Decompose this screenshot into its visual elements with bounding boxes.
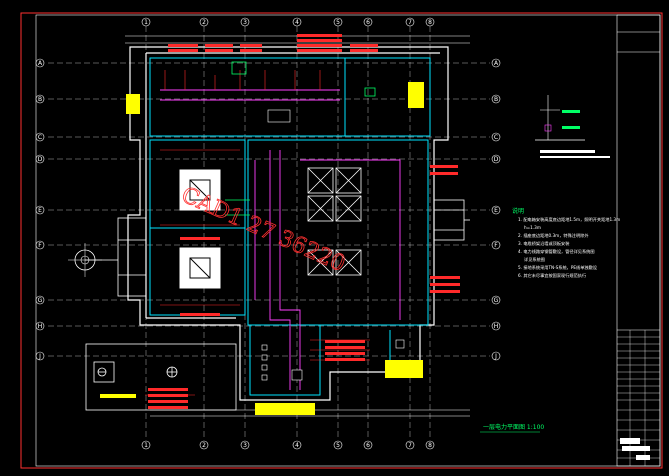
- axis-label-bottom-3: 3: [243, 442, 247, 449]
- green-symbols: [225, 61, 376, 216]
- axis-label-top-7: 7: [408, 19, 412, 26]
- axis-label-right-b: B: [494, 96, 498, 103]
- axis-marker-bottom-2: [199, 440, 209, 450]
- axis-label-bottom-1: 1: [144, 442, 148, 449]
- axis-marker-left-j: [35, 351, 45, 361]
- axis-marker-left-h: [35, 321, 45, 331]
- axis-marker-right-h: [491, 321, 501, 331]
- axis-label-left-h: H: [38, 323, 43, 330]
- axis-label-right-h: H: [494, 323, 499, 330]
- axis-marker-left-c: [35, 132, 45, 142]
- yellow-equipment: [100, 82, 424, 415]
- axis-marker-top-6: [363, 17, 373, 27]
- note-line-2: h=1.3m: [524, 225, 541, 230]
- axis-label-top-4: 4: [295, 19, 299, 26]
- bottom-axis-markers: 1 2 3 4 5 6 7 8: [141, 440, 435, 450]
- note-line-1: 1. 配电箱安装高度底边距地1.5m，照明开关距地1.3m: [518, 216, 620, 223]
- sockets: [261, 109, 405, 381]
- axis-marker-top-8: [425, 17, 435, 27]
- section-detail: [535, 95, 610, 158]
- axis-marker-top-2: [199, 17, 209, 27]
- switchgear-cabinets: [307, 167, 362, 276]
- axis-label-left-d: D: [38, 156, 43, 163]
- axis-marker-bottom-4: [292, 440, 302, 450]
- right-entry: [433, 199, 470, 241]
- axis-label-top-6: 6: [366, 19, 370, 26]
- plan-title: 一层电力平面图 1:100: [483, 423, 544, 431]
- axis-label-bottom-7: 7: [408, 442, 412, 449]
- outer-sheet-border: [20, 12, 663, 469]
- axis-label-bottom-8: 8: [428, 442, 432, 449]
- axis-marker-left-a: [35, 58, 45, 68]
- note-line-8: 6. 其它未尽事宜按国家现行规范执行: [518, 272, 586, 279]
- cable-trays-magenta: [160, 89, 401, 390]
- axis-label-top-1: 1: [144, 19, 148, 26]
- axis-marker-bottom-7: [405, 440, 415, 450]
- axis-label-right-g: G: [494, 297, 499, 304]
- red-annotation-blocks: [148, 34, 460, 409]
- axis-label-bottom-5: 5: [336, 442, 340, 449]
- transformer-2: [179, 247, 221, 289]
- axis-marker-left-b: [35, 94, 45, 104]
- axis-marker-right-c: [491, 132, 501, 142]
- lower-left-room: [85, 343, 237, 411]
- axis-label-left-b: B: [38, 96, 42, 103]
- axis-marker-right-a: [491, 58, 501, 68]
- axis-marker-right-d: [491, 154, 501, 164]
- left-axis-markers: A B C D E F G H J: [35, 58, 45, 361]
- axis-label-top-5: 5: [336, 19, 340, 26]
- title-block: [616, 14, 661, 467]
- axis-marker-bottom-8: [425, 440, 435, 450]
- notes-heading: 说明: [512, 207, 524, 215]
- axis-label-right-f: F: [494, 242, 498, 249]
- axis-marker-left-g: [35, 295, 45, 305]
- axis-marker-right-j: [491, 351, 501, 361]
- axis-label-right-a: A: [494, 60, 499, 67]
- note-line-6: 详见系统图: [524, 256, 545, 263]
- axis-label-right-j: J: [494, 353, 497, 360]
- axis-label-top-2: 2: [202, 19, 206, 26]
- note-line-4: 3. 电缆桥架沿墙或顶板安装: [518, 240, 570, 247]
- axis-marker-left-d: [35, 154, 45, 164]
- axis-label-left-c: C: [38, 134, 42, 141]
- axis-label-left-f: F: [38, 242, 42, 249]
- axis-label-left-e: E: [38, 207, 42, 214]
- axis-label-top-8: 8: [428, 19, 432, 26]
- top-axis-markers: 1 2 3 4 5 6 7 8: [141, 17, 435, 27]
- axis-label-top-3: 3: [243, 19, 247, 26]
- axis-label-left-g: G: [38, 297, 43, 304]
- right-axis-markers: A B C D E F G H J: [491, 58, 501, 361]
- transformer-1: [179, 169, 221, 211]
- axis-marker-right-g: [491, 295, 501, 305]
- axis-label-right-d: D: [494, 156, 499, 163]
- axis-marker-top-4: [292, 17, 302, 27]
- axis-marker-top-7: [405, 17, 415, 27]
- axis-label-right-e: E: [494, 207, 498, 214]
- axis-marker-bottom-5: [333, 440, 343, 450]
- axis-label-bottom-6: 6: [366, 442, 370, 449]
- axis-label-left-j: J: [38, 353, 41, 360]
- axis-marker-top-3: [240, 17, 250, 27]
- axis-marker-top-1: [141, 17, 151, 27]
- note-line-3: 2. 插座底边距地0.3m，特殊注明除外: [518, 232, 589, 239]
- note-line-7: 5. 接地系统采用TN-S系统，PE线单独敷设: [518, 264, 598, 271]
- axis-marker-bottom-1: [141, 440, 151, 450]
- axis-marker-top-5: [333, 17, 343, 27]
- notes-block: 说明 1. 配电箱安装高度底边距地1.5m，照明开关距地1.3m h=1.3m …: [512, 207, 620, 279]
- axis-marker-left-e: [35, 205, 45, 215]
- axis-label-right-c: C: [494, 134, 498, 141]
- axis-marker-left-f: [35, 240, 45, 250]
- note-line-5: 4. 电力线路穿钢管敷设，管径详见系统图: [518, 248, 595, 255]
- axis-marker-right-b: [491, 94, 501, 104]
- axis-marker-right-f: [491, 240, 501, 250]
- axis-label-bottom-4: 4: [295, 442, 299, 449]
- axis-marker-right-e: [491, 205, 501, 215]
- axis-marker-bottom-3: [240, 440, 250, 450]
- axis-label-bottom-2: 2: [202, 442, 206, 449]
- axis-label-left-a: A: [38, 60, 43, 67]
- axis-marker-bottom-6: [363, 440, 373, 450]
